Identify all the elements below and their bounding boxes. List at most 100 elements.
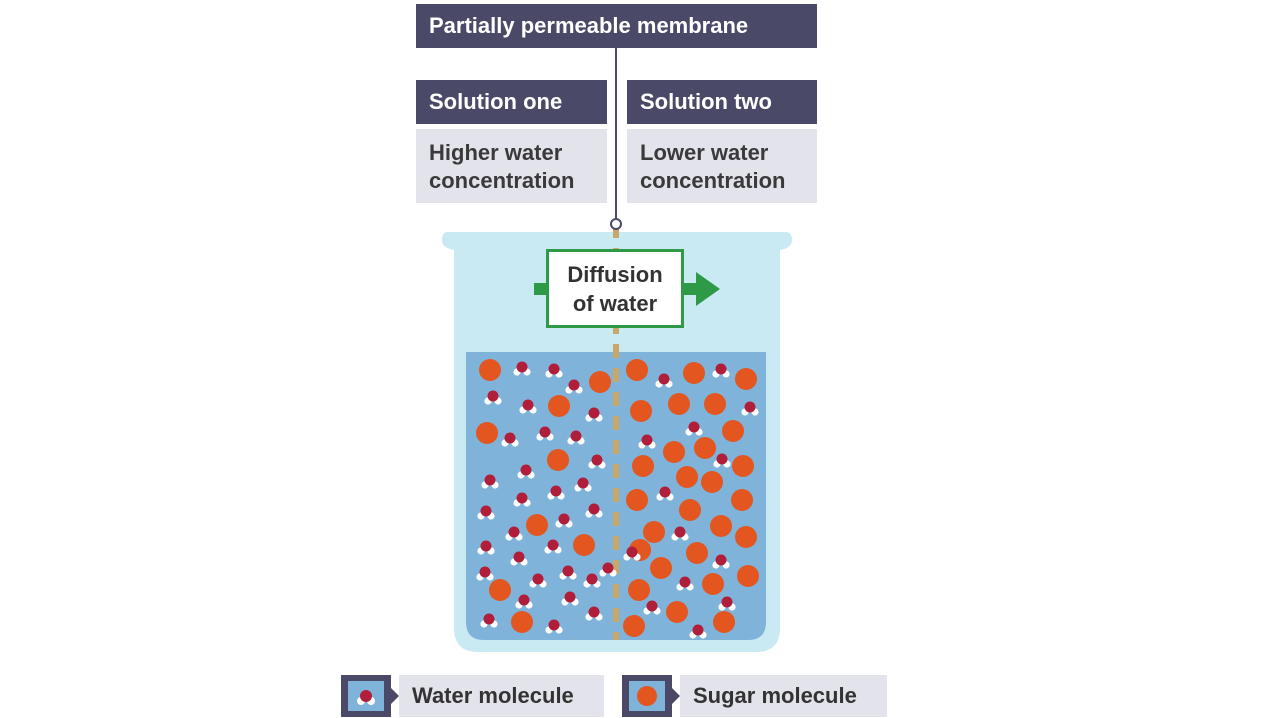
sugar-molecule xyxy=(701,471,723,493)
sugar-molecule xyxy=(713,611,735,633)
diffusion-arrow-head xyxy=(696,272,720,306)
water-molecule xyxy=(685,421,703,436)
water-molecule xyxy=(555,513,573,528)
water-molecule xyxy=(517,464,535,479)
water-molecule xyxy=(643,600,661,615)
water-molecule xyxy=(567,430,585,445)
water-molecule xyxy=(547,485,565,500)
sugar-molecule-key-label: Sugar molecule xyxy=(680,675,887,717)
membrane-pointer-dot xyxy=(610,218,622,230)
solution-one-title: Solution one xyxy=(416,80,607,124)
water-molecule xyxy=(713,453,731,468)
water-molecule xyxy=(515,594,533,609)
water-molecule xyxy=(477,540,495,555)
sugar-molecule xyxy=(626,359,648,381)
water-molecule xyxy=(536,426,554,441)
water-molecule xyxy=(718,596,736,611)
water-molecule xyxy=(585,503,603,518)
sugar-molecule xyxy=(722,420,744,442)
sugar-molecule xyxy=(731,489,753,511)
water-molecule xyxy=(481,474,499,489)
solution-one-description: Higher water concentration xyxy=(416,129,607,203)
water-molecule xyxy=(585,606,603,621)
sugar-molecule xyxy=(548,395,570,417)
water-molecule xyxy=(505,526,523,541)
sugar-molecule xyxy=(732,455,754,477)
water-molecule xyxy=(559,565,577,580)
sugar-molecule xyxy=(626,489,648,511)
diffusion-label: Diffusion of water xyxy=(546,249,684,328)
water-molecule xyxy=(545,363,563,378)
solution-two-description: Lower water concentration xyxy=(627,129,817,203)
water-molecule xyxy=(574,477,592,492)
water-molecule xyxy=(513,361,531,376)
sugar-molecule xyxy=(737,565,759,587)
water-molecule xyxy=(655,373,673,388)
sugar-molecule xyxy=(735,368,757,390)
sugar-molecule xyxy=(623,615,645,637)
water-molecule xyxy=(477,505,495,520)
solution-two-title: Solution two xyxy=(627,80,817,124)
sugar-molecule xyxy=(704,393,726,415)
diffusion-arrow-tail xyxy=(534,283,548,295)
water-molecule xyxy=(565,379,583,394)
water-molecule xyxy=(519,399,537,414)
sugar-molecule xyxy=(710,515,732,537)
water-molecule xyxy=(638,434,656,449)
water-molecule xyxy=(585,407,603,422)
sugar-molecule xyxy=(663,441,685,463)
water-molecule xyxy=(484,390,502,405)
water-molecule xyxy=(545,619,563,634)
water-molecule xyxy=(510,551,528,566)
water-molecule xyxy=(544,539,562,554)
sugar-molecule xyxy=(630,400,652,422)
sugar-molecule-key-icon xyxy=(622,675,672,717)
water-molecule xyxy=(623,546,641,561)
water-molecule xyxy=(476,566,494,581)
sugar-key-pointer xyxy=(672,688,680,704)
diffusion-arrow-shaft xyxy=(684,283,698,295)
water-molecule xyxy=(599,562,617,577)
sugar-molecule xyxy=(668,393,690,415)
sugar-molecule xyxy=(735,526,757,548)
sugar-molecule xyxy=(702,573,724,595)
water-molecule xyxy=(561,591,579,606)
water-molecule xyxy=(480,613,498,628)
water-molecule xyxy=(513,492,531,507)
sugar-molecule xyxy=(489,579,511,601)
molecules xyxy=(476,359,759,639)
water-molecule xyxy=(712,363,730,378)
water-molecule xyxy=(676,576,694,591)
sugar-molecule xyxy=(694,437,716,459)
water-molecule xyxy=(671,526,689,541)
sugar-molecule xyxy=(676,466,698,488)
sugar-molecule xyxy=(643,521,665,543)
sugar-molecule xyxy=(526,514,548,536)
sugar-molecule xyxy=(686,542,708,564)
water-molecule-key-label: Water molecule xyxy=(399,675,604,717)
water-key-pointer xyxy=(391,688,399,704)
water-molecule xyxy=(741,401,759,416)
water-molecule xyxy=(656,486,674,501)
sugar-molecule xyxy=(479,359,501,381)
sugar-molecule xyxy=(547,449,569,471)
sugar-molecule xyxy=(476,422,498,444)
water-molecule xyxy=(501,432,519,447)
sugar-molecule xyxy=(511,611,533,633)
membrane-label: Partially permeable membrane xyxy=(416,4,817,48)
water-molecule xyxy=(529,573,547,588)
water-molecule xyxy=(583,573,601,588)
water-molecule xyxy=(588,454,606,469)
sugar-molecule xyxy=(650,557,672,579)
sugar-molecule xyxy=(683,362,705,384)
sugar-molecule xyxy=(573,534,595,556)
sugar-molecule xyxy=(628,579,650,601)
sugar-molecule xyxy=(679,499,701,521)
sugar-molecule xyxy=(589,371,611,393)
water-molecule xyxy=(689,624,707,639)
sugar-molecule xyxy=(632,455,654,477)
sugar-molecule xyxy=(666,601,688,623)
water-molecule xyxy=(712,554,730,569)
water-molecule-key-icon xyxy=(341,675,391,717)
